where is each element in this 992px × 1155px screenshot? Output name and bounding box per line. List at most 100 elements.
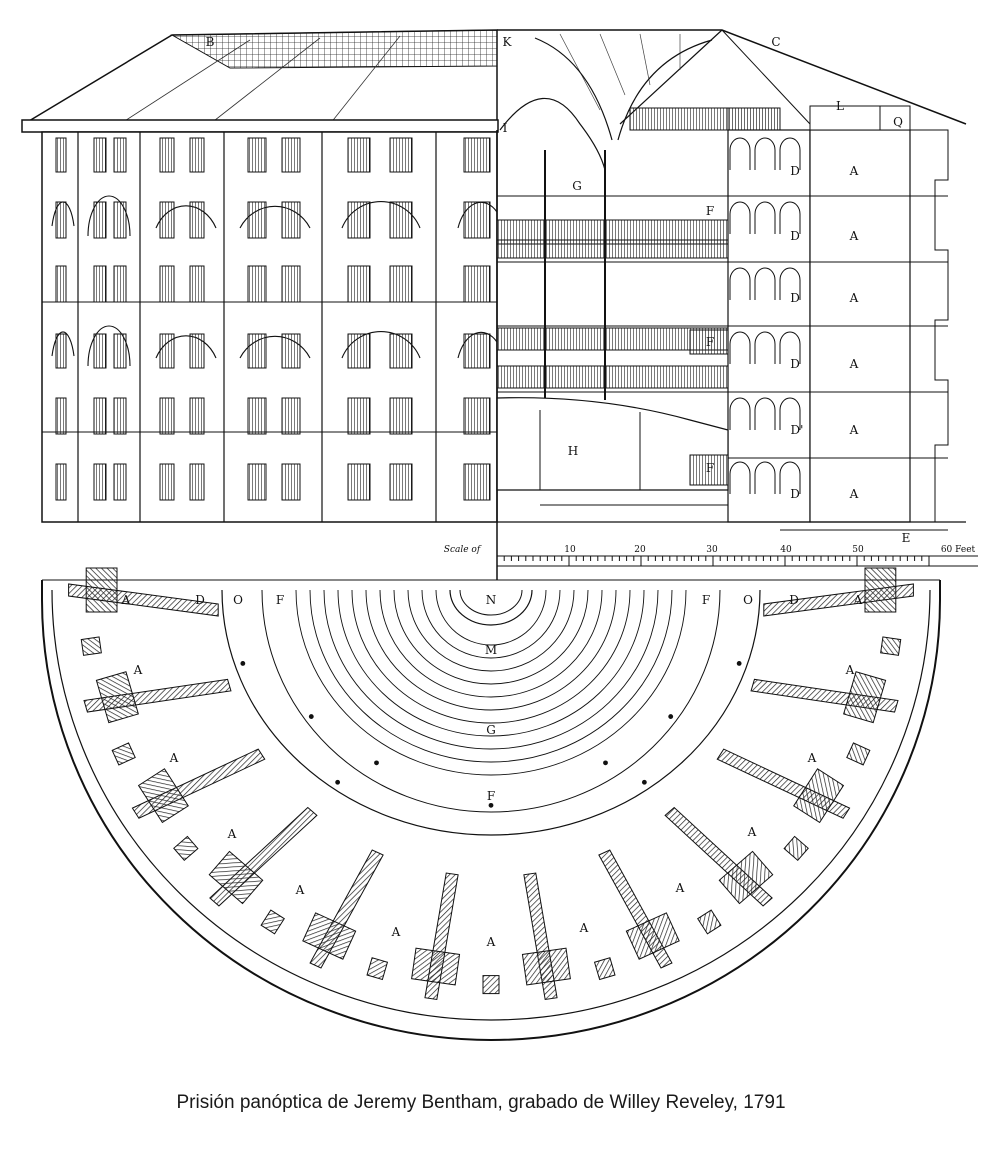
window-pier bbox=[846, 742, 871, 766]
window bbox=[463, 463, 491, 501]
label-h: H bbox=[568, 444, 578, 458]
window bbox=[93, 265, 107, 303]
elevation-facade bbox=[41, 131, 498, 523]
window bbox=[281, 265, 301, 303]
cell-d: D bbox=[790, 357, 800, 371]
window bbox=[93, 137, 107, 173]
label-i: I bbox=[503, 121, 508, 135]
label-e: E bbox=[902, 531, 911, 545]
cell-d: D bbox=[790, 164, 800, 178]
window bbox=[93, 463, 107, 501]
cell-arch bbox=[729, 331, 751, 364]
window-pier bbox=[260, 909, 285, 935]
ring bbox=[295, 589, 687, 776]
wall-block bbox=[95, 671, 139, 724]
window bbox=[389, 137, 413, 173]
plan-label-g: G bbox=[486, 723, 496, 737]
wall-block bbox=[793, 768, 845, 824]
column-dot bbox=[308, 714, 314, 719]
column-dot bbox=[603, 760, 608, 766]
window bbox=[463, 333, 491, 369]
window bbox=[347, 265, 371, 303]
window-pier bbox=[880, 636, 902, 656]
cell-arch bbox=[729, 137, 751, 170]
gallery-railing bbox=[496, 239, 729, 259]
window bbox=[55, 333, 67, 369]
window-pier bbox=[482, 975, 500, 995]
window bbox=[347, 137, 371, 173]
column-dot bbox=[641, 779, 647, 785]
window bbox=[463, 201, 491, 239]
cell-d: D bbox=[790, 487, 800, 501]
column-dot bbox=[374, 760, 379, 766]
window bbox=[55, 137, 67, 173]
ring bbox=[435, 589, 547, 646]
cell-a: A bbox=[849, 423, 859, 437]
plan-cell-a: A bbox=[486, 935, 496, 949]
wall-block bbox=[521, 947, 571, 986]
ring bbox=[365, 589, 617, 711]
window bbox=[463, 397, 491, 435]
cell-arch bbox=[779, 267, 801, 300]
plan-label-m: M bbox=[485, 643, 497, 657]
label-g: G bbox=[572, 179, 582, 193]
window bbox=[159, 201, 175, 239]
scale-tick: 40 bbox=[780, 545, 792, 555]
cell-arch bbox=[729, 397, 751, 430]
cell-a: A bbox=[849, 291, 859, 305]
cell-arch bbox=[729, 267, 751, 300]
window bbox=[93, 201, 107, 239]
wall-block bbox=[625, 912, 680, 960]
window bbox=[247, 265, 267, 303]
elevation bbox=[21, 29, 499, 523]
section bbox=[496, 29, 967, 580]
cell-a: A bbox=[849, 229, 859, 243]
window bbox=[389, 265, 413, 303]
window bbox=[159, 463, 175, 501]
cell-arch bbox=[779, 137, 801, 170]
window bbox=[389, 333, 413, 369]
plan-label-f: F bbox=[276, 593, 284, 607]
plan-label-a: A bbox=[121, 593, 131, 607]
window-pier bbox=[80, 636, 102, 656]
label-q: Q bbox=[893, 115, 903, 129]
window bbox=[159, 397, 175, 435]
scale-label: Scale of bbox=[444, 545, 482, 555]
section-labels: B C K I L Q G H E F F F D D D D D' D A A… bbox=[206, 35, 911, 545]
plan-labels: A D O F F O D A N M G F A A A A A A A A … bbox=[121, 593, 863, 949]
cell-arch bbox=[729, 201, 751, 234]
wall-block bbox=[843, 671, 887, 724]
plan-cell-a: A bbox=[747, 825, 757, 839]
wall-block bbox=[137, 768, 189, 824]
scale-tick: 30 bbox=[706, 545, 718, 555]
window bbox=[189, 265, 205, 303]
window bbox=[189, 137, 205, 173]
window bbox=[189, 333, 205, 369]
scale-tick: 60 Feet bbox=[941, 545, 976, 555]
window bbox=[247, 333, 267, 369]
plan-cell-a: A bbox=[295, 883, 305, 897]
cell-a: A bbox=[849, 357, 859, 371]
wall-block bbox=[85, 567, 118, 613]
window bbox=[159, 333, 175, 369]
window bbox=[247, 137, 267, 173]
window bbox=[281, 333, 301, 369]
cell-arch bbox=[754, 201, 776, 234]
scale-tick: 10 bbox=[564, 545, 576, 555]
cell-arch bbox=[754, 137, 776, 170]
cell-arch bbox=[729, 461, 751, 494]
window bbox=[389, 201, 413, 239]
label-f-1: F bbox=[706, 204, 714, 218]
column-dot bbox=[335, 779, 341, 785]
window-pier bbox=[697, 909, 722, 935]
plan-label-f-center: F bbox=[487, 789, 495, 803]
wall-block bbox=[208, 850, 264, 905]
window bbox=[93, 333, 107, 369]
roof-tiles bbox=[170, 29, 498, 69]
cell-arch bbox=[754, 461, 776, 494]
ring bbox=[337, 589, 645, 737]
window bbox=[55, 201, 67, 239]
window bbox=[389, 463, 413, 501]
window bbox=[189, 397, 205, 435]
